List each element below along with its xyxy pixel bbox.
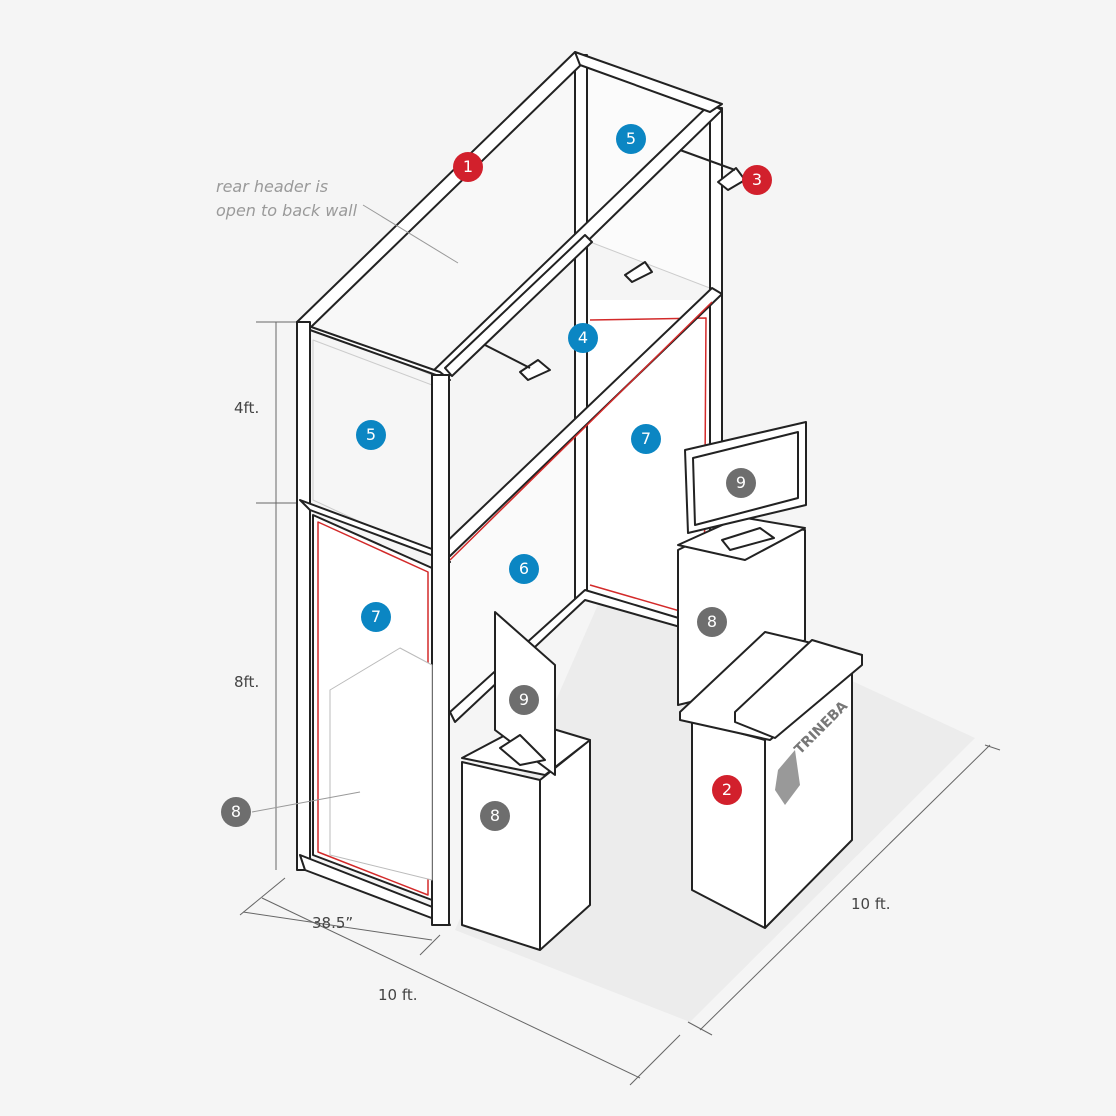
callout-badge-7: 7 <box>361 602 391 632</box>
callout-badge-4: 4 <box>568 323 598 353</box>
spot-light <box>519 359 551 381</box>
dimension-lines <box>239 204 1001 1086</box>
dim-width: 10 ft. <box>378 986 418 1004</box>
callout-badge-6: 6 <box>509 554 539 584</box>
callout-badge-5: 5 <box>616 124 646 154</box>
dim-upper-height: 4ft. <box>234 399 260 417</box>
tower-pedestal <box>329 647 433 881</box>
center-beam <box>444 234 593 377</box>
dim-tower-width: 38.5” <box>312 914 354 932</box>
top-beam-back <box>574 51 723 113</box>
monitor-back-stand <box>721 527 775 551</box>
callout-badge-3: 3 <box>742 165 772 195</box>
counter-shelf <box>734 639 863 739</box>
callout-badge-2: 2 <box>712 775 742 805</box>
callout-badge-7: 7 <box>631 424 661 454</box>
spot-light <box>624 261 653 283</box>
callout-badge-9: 9 <box>509 685 539 715</box>
note-line: rear header is <box>216 177 329 196</box>
note-line: open to back wall <box>216 201 358 220</box>
callout-badge-5: 5 <box>356 420 386 450</box>
logo-mark <box>775 750 800 805</box>
callout-badge-8: 8 <box>697 607 727 637</box>
monitor-front-stand <box>499 734 546 766</box>
callout-badge-8: 8 <box>480 801 510 831</box>
callout-badge-1: 1 <box>453 152 483 182</box>
tower-panel-edge <box>317 521 429 896</box>
tower-corner-post <box>431 374 450 926</box>
rear-header-note: rear header is open to back wall <box>216 175 357 223</box>
dim-depth: 10 ft. <box>851 895 891 913</box>
dim-lower-height: 8ft. <box>234 673 260 691</box>
callout-badge-8: 8 <box>221 797 251 827</box>
light-arm <box>484 344 531 369</box>
mid-beam-edge <box>449 301 713 561</box>
tower-front-post <box>296 321 311 871</box>
callout-badge-9: 9 <box>726 468 756 498</box>
light-arm <box>679 149 736 171</box>
